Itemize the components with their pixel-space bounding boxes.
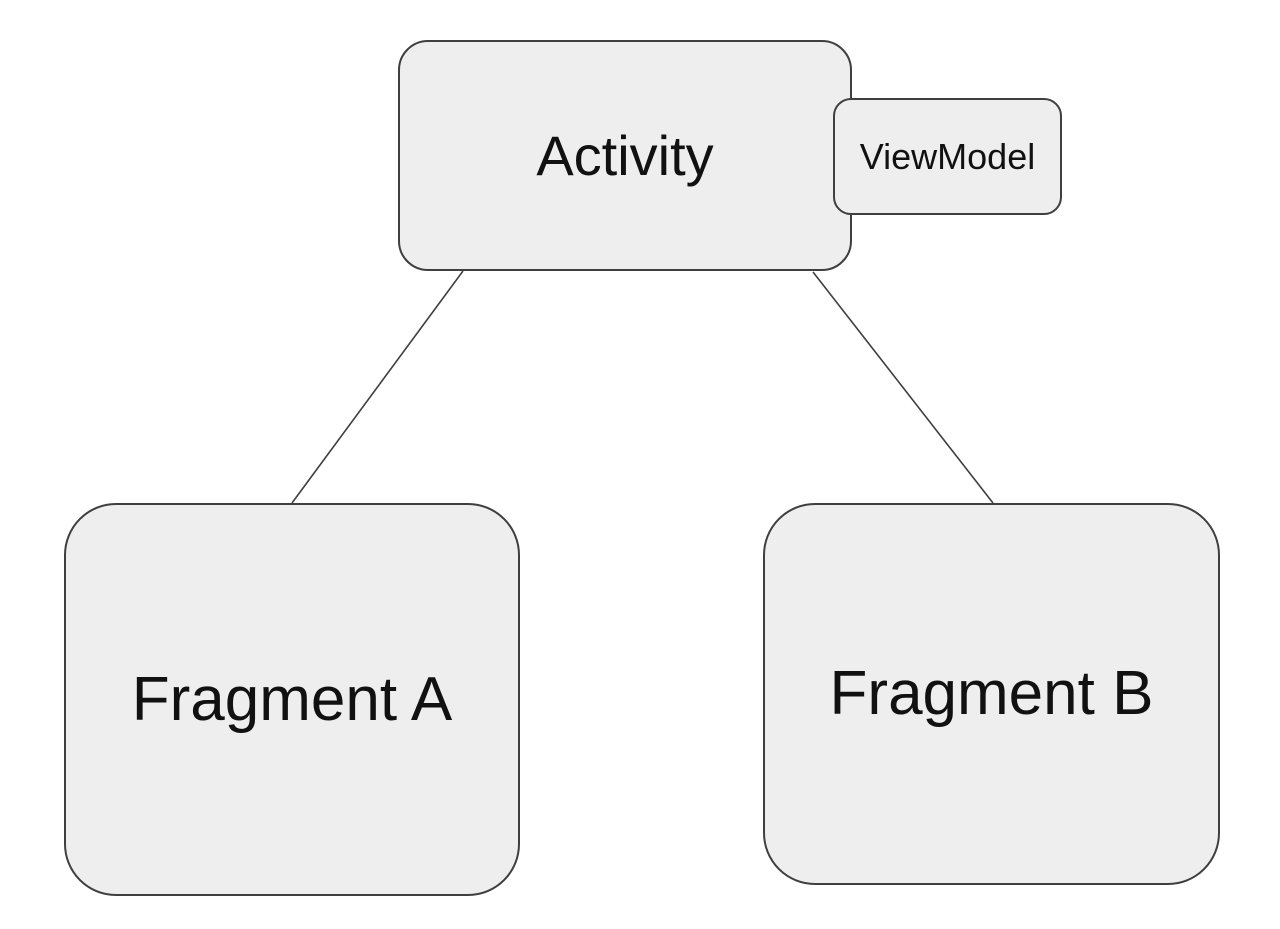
activity-node-label: Activity: [536, 123, 714, 187]
fragment-b-node: Fragment B: [763, 503, 1220, 885]
activity-node: Activity: [398, 40, 852, 271]
viewmodel-node: ViewModel: [833, 98, 1062, 215]
connector-activity-to-fragment-a: [291, 270, 464, 504]
viewmodel-node-label: ViewModel: [859, 135, 1036, 177]
fragment-b-node-label: Fragment B: [829, 659, 1154, 728]
connector-activity-to-fragment-b: [812, 271, 994, 504]
fragment-a-node: Fragment A: [64, 503, 520, 896]
fragment-a-node-label: Fragment A: [131, 664, 453, 734]
